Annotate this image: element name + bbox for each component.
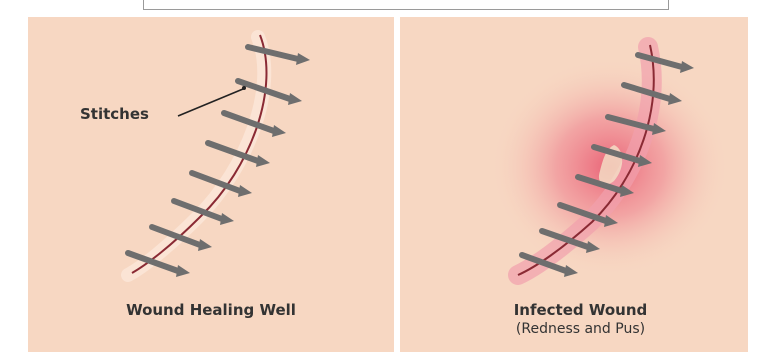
- right-margin: [748, 0, 761, 361]
- stitches-label: Stitches: [80, 105, 149, 123]
- stitch-tip: [220, 213, 234, 225]
- stitch-tip: [198, 239, 212, 251]
- infected-subcaption: (Redness and Pus): [400, 321, 761, 337]
- infected-wound-panel: Infected Wound (Redness and Pus): [400, 17, 761, 352]
- stitch-tip: [272, 125, 286, 137]
- callout-dot: [242, 86, 246, 90]
- callout-leader: [178, 89, 243, 116]
- stitch-tip: [256, 155, 270, 167]
- healing-wound-panel: Stitches Wound Healing Well: [28, 17, 394, 352]
- stitch-tip: [296, 53, 310, 65]
- healing-caption: Wound Healing Well: [28, 301, 394, 319]
- stitch-tip: [238, 185, 252, 197]
- stitch-tip: [288, 93, 302, 105]
- stitch-group: [128, 47, 310, 277]
- stitch-tip: [680, 61, 694, 73]
- infected-caption: Infected Wound: [400, 301, 761, 319]
- stitch-tip: [176, 265, 190, 277]
- top-frame-edge: [143, 0, 669, 10]
